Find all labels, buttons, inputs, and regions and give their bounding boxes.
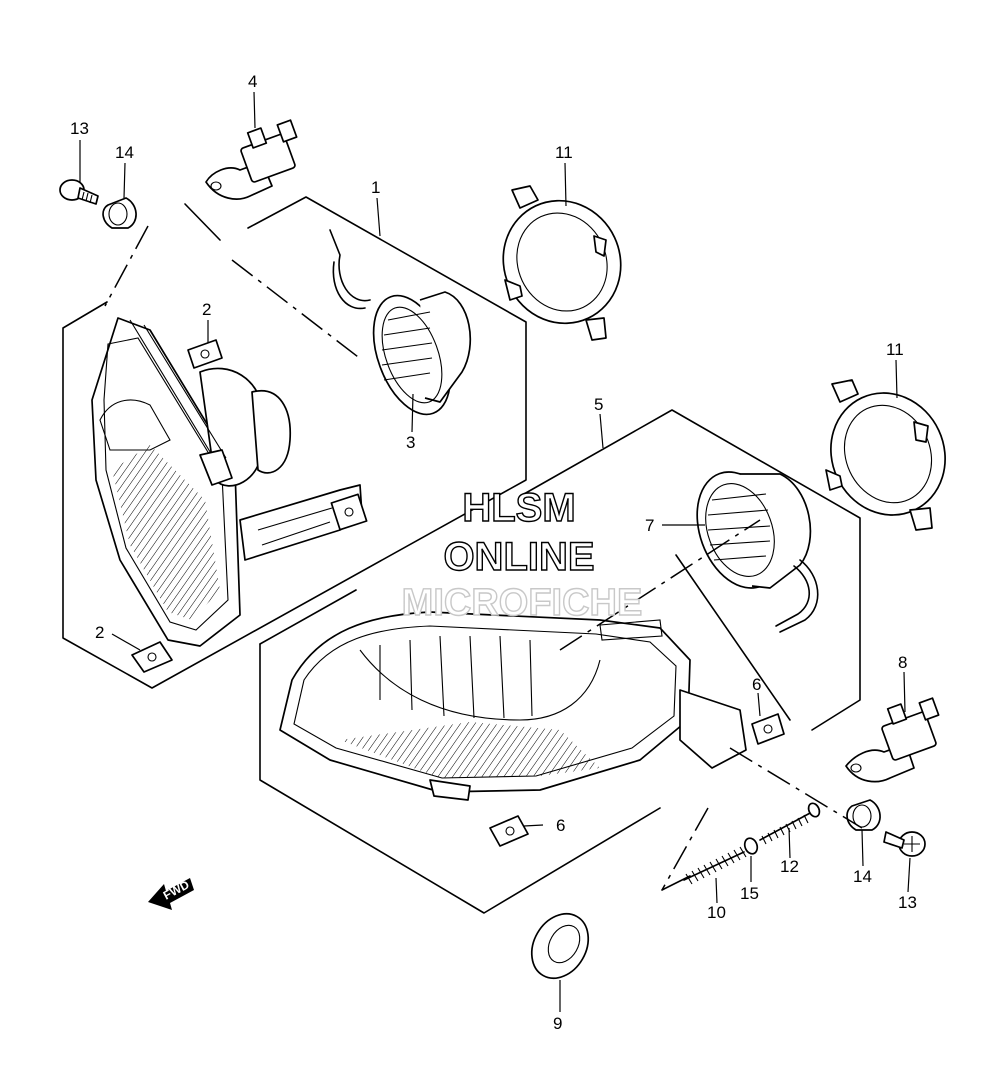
callout-6-lower: 6 [556, 816, 565, 835]
callout-5: 5 [594, 395, 603, 414]
grommet-14-upper [102, 197, 137, 229]
watermark-line-3: MICROFICHE [402, 582, 643, 624]
callout-6-upper: 6 [752, 675, 761, 694]
dash-line-socket-lower [559, 519, 761, 651]
ring-9 [530, 912, 590, 980]
callout-14-upper: 14 [115, 143, 134, 162]
callout-15: 15 [740, 884, 759, 903]
bulb-4 [205, 119, 298, 200]
callout-13-upper: 13 [70, 119, 89, 138]
grommet-14-lower [846, 799, 881, 831]
watermark-line-1: HLSM [462, 486, 575, 530]
callout-14-lower: 14 [853, 867, 872, 886]
callout-8: 8 [898, 653, 907, 672]
bulb-8 [845, 697, 940, 783]
bolt-12 [759, 802, 821, 845]
callout-13-lower: 13 [898, 893, 917, 912]
assembly-1-frame [62, 196, 527, 689]
spring-frame-tick [661, 875, 691, 891]
clip-2-upper [187, 339, 223, 369]
callout-1: 1 [371, 178, 380, 197]
washer-15 [743, 837, 759, 855]
dash-line-bolt-lower [729, 747, 863, 829]
assembly-5-frame [259, 409, 861, 914]
clip-2-lower [131, 641, 173, 673]
clip-6-lower [489, 815, 529, 847]
clip-6-upper [751, 713, 785, 745]
left-headlamp-unit [91, 317, 368, 647]
callout-2-lower: 2 [95, 623, 104, 642]
screw-13-upper [59, 179, 99, 205]
callout-11-lower: 11 [886, 340, 904, 359]
retaining-ring-11-upper [502, 185, 622, 341]
callout-2-upper: 2 [202, 300, 211, 319]
callout-3: 3 [406, 433, 415, 452]
callout-11-upper: 11 [555, 143, 573, 162]
callout-12: 12 [780, 857, 799, 876]
callout-10: 10 [707, 903, 726, 922]
socket-7 [696, 471, 819, 633]
spring-10 [683, 846, 747, 885]
dash-line-upper-left [104, 225, 149, 307]
callout-4: 4 [248, 72, 257, 91]
dash-line-spring [661, 807, 709, 891]
screw-13-lower [883, 831, 926, 857]
retaining-ring-11-lower [825, 379, 946, 531]
callout-9: 9 [553, 1014, 562, 1033]
watermark-line-2: ONLINE [443, 535, 594, 579]
socket-3 [329, 229, 472, 416]
dash-line-bulb-upper [231, 259, 363, 361]
callout-7: 7 [645, 516, 654, 535]
right-headlamp-unit [279, 611, 747, 801]
leader-lines [79, 91, 911, 1012]
fwd-arrow-icon: FWD [148, 877, 194, 910]
